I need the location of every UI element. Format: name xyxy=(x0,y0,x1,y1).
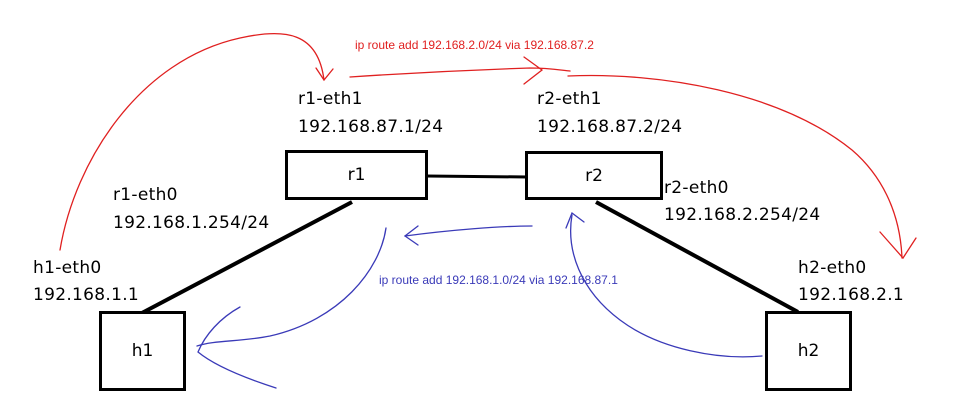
r2-eth1-name: r2-eth1 xyxy=(537,89,602,109)
r1-eth0-ip: 192.168.1.254/24 xyxy=(113,213,270,233)
r1-eth1-ip: 192.168.87.1/24 xyxy=(298,117,444,137)
link-r1-h1 xyxy=(139,200,353,316)
host-h2-label: h2 xyxy=(797,341,820,361)
h1-eth0-name: h1-eth0 xyxy=(33,258,102,278)
r2-eth0-name: r2-eth0 xyxy=(664,178,729,198)
host-h1[interactable]: h1 xyxy=(99,311,186,391)
r2-eth0-ip: 192.168.2.254/24 xyxy=(664,205,821,225)
host-h2[interactable]: h2 xyxy=(765,311,852,391)
router-r2-label: r2 xyxy=(585,165,603,186)
router-r1-label: r1 xyxy=(347,165,366,185)
router-r1[interactable]: r1 xyxy=(285,150,428,200)
h2-eth0-name: h2-eth0 xyxy=(798,258,867,278)
route-command-r1: ip route add 192.168.2.0/24 via 192.168.… xyxy=(355,38,594,52)
r2-eth1-ip: 192.168.87.2/24 xyxy=(537,117,683,137)
r1-eth0-name: r1-eth0 xyxy=(113,185,178,205)
h2-eth0-ip: 192.168.2.1 xyxy=(798,285,905,305)
router-r2[interactable]: r2 xyxy=(525,151,663,200)
route-arrow-blue xyxy=(196,211,763,389)
r1-eth1-name: r1-eth1 xyxy=(298,89,363,109)
h1-eth0-ip: 192.168.1.1 xyxy=(33,285,140,305)
link-r2-h2 xyxy=(595,200,799,314)
route-arrow-red xyxy=(59,32,917,260)
link-r1-r2 xyxy=(425,174,529,179)
host-h1-label: h1 xyxy=(131,341,154,361)
route-command-r2: ip route add 192.168.1.0/24 via 192.168.… xyxy=(379,273,618,287)
